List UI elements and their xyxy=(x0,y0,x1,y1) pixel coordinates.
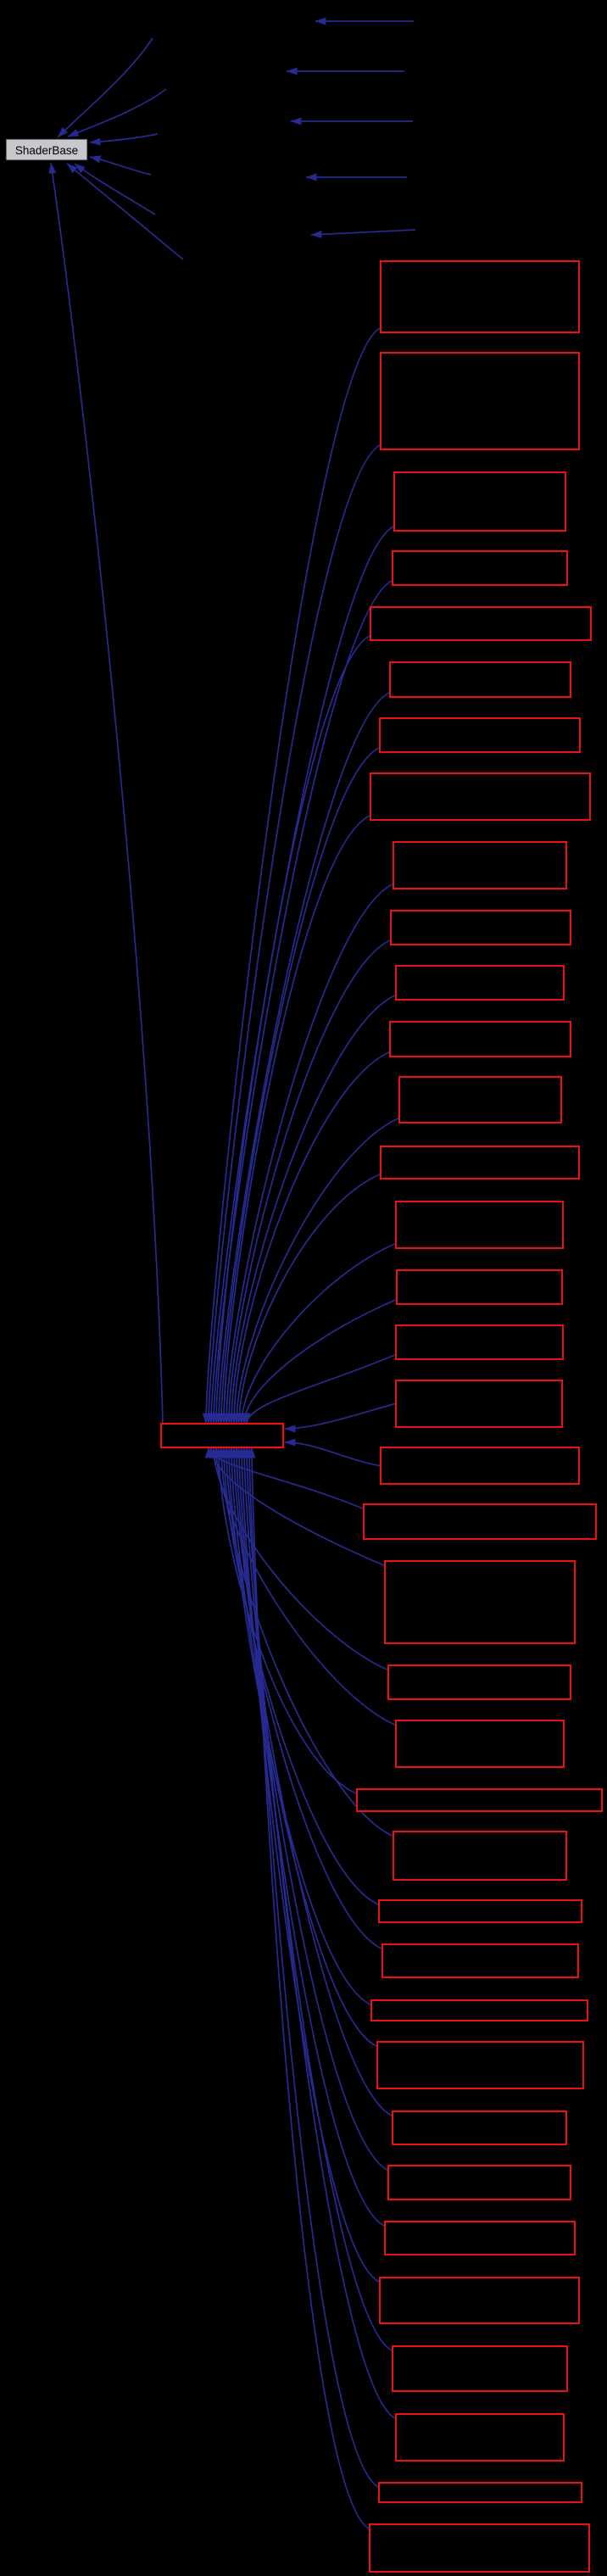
inheritance-edge xyxy=(230,1051,392,1425)
derived-class-node[interactable] xyxy=(393,1831,567,1881)
derived-class-node[interactable] xyxy=(392,550,568,586)
inheritance-edge xyxy=(284,1438,382,1467)
derived-class-node[interactable] xyxy=(395,1720,565,1768)
derived-class-node[interactable] xyxy=(390,910,571,945)
derived-class-node[interactable] xyxy=(380,260,580,333)
inheritance-edge xyxy=(222,883,395,1425)
base-class-box[interactable] xyxy=(5,138,88,161)
edge-to-base-node xyxy=(57,37,153,138)
inheritance-edge xyxy=(222,1447,384,1950)
derived-class-node[interactable] xyxy=(379,717,581,753)
inheritance-edge xyxy=(207,525,396,1425)
derived-class-node[interactable] xyxy=(380,1146,580,1179)
inheritance-edge xyxy=(248,1447,371,2530)
inheritance-edge xyxy=(232,1117,401,1425)
inheritance-edge xyxy=(240,1298,398,1425)
derived-class-node[interactable] xyxy=(396,1269,563,1305)
derived-class-node[interactable] xyxy=(370,606,592,641)
derived-class-node[interactable] xyxy=(393,471,566,532)
inheritance-edge xyxy=(207,1447,387,1567)
derived-class-node[interactable] xyxy=(395,1201,564,1249)
derived-class-node[interactable] xyxy=(392,2345,568,2392)
inheritance-edge xyxy=(227,994,398,1425)
inheritance-edge xyxy=(284,1402,398,1433)
derived-class-node[interactable] xyxy=(389,661,571,698)
inheritance-edge xyxy=(237,1242,398,1425)
derived-class-node[interactable] xyxy=(363,1503,597,1540)
inheritance-edge xyxy=(242,1353,398,1425)
base-class-node[interactable]: ShaderBase xyxy=(5,138,88,161)
derived-class-node[interactable] xyxy=(393,841,567,889)
edge-layer xyxy=(48,17,416,2530)
derived-class-node[interactable] xyxy=(376,2041,584,2089)
derived-class-node[interactable] xyxy=(381,1943,579,1978)
derived-class-node[interactable] xyxy=(380,352,580,450)
inheritance-edge xyxy=(202,326,382,1425)
derived-class-node[interactable] xyxy=(369,2523,590,2573)
derived-class-node[interactable] xyxy=(395,2413,565,2462)
central-class-node[interactable] xyxy=(159,1422,285,1449)
node-layer xyxy=(159,260,603,2573)
derived-class-node[interactable] xyxy=(384,2221,576,2255)
inheritance-edge xyxy=(245,1447,381,2489)
inheritance-edge xyxy=(232,1447,390,2172)
inheritance-edge xyxy=(209,1447,390,1671)
derived-class-node[interactable] xyxy=(379,2277,580,2324)
inheritance-edge xyxy=(242,1447,398,2420)
derived-class-node[interactable] xyxy=(387,2165,571,2200)
derived-class-node[interactable] xyxy=(389,1021,571,1057)
derived-class-node[interactable] xyxy=(370,1999,588,2021)
inheritance-edge xyxy=(212,1447,398,1726)
inheritance-edge xyxy=(209,579,394,1425)
derived-class-node[interactable] xyxy=(384,1560,576,1644)
derived-class-node[interactable] xyxy=(398,1076,562,1124)
truncated-inheritance-arrow xyxy=(310,229,416,238)
inheritance-edge xyxy=(227,1447,379,2048)
inheritance-edge xyxy=(237,1447,381,2283)
base-class-label: ShaderBase xyxy=(15,144,78,157)
inheritance-edge xyxy=(230,1447,394,2117)
edge-to-base-node xyxy=(89,133,159,146)
inheritance-edge xyxy=(217,746,381,1425)
inheritance-edge xyxy=(235,1447,387,2228)
inheritance-edge xyxy=(235,1173,382,1425)
inheritance-edge xyxy=(204,443,382,1425)
inheritance-edge xyxy=(220,1447,381,1906)
inheritance-edge xyxy=(240,1447,394,2352)
derived-class-node[interactable] xyxy=(378,2482,582,2503)
derived-class-node[interactable] xyxy=(370,772,591,821)
inheritance-edge xyxy=(220,814,372,1425)
derived-class-node[interactable] xyxy=(395,965,565,1001)
derived-class-node[interactable] xyxy=(378,1899,582,1923)
edge-to-base-node xyxy=(66,163,184,260)
derived-class-node[interactable] xyxy=(395,1324,564,1360)
derived-class-node[interactable] xyxy=(392,2110,567,2145)
edge-to-base-node xyxy=(89,155,152,176)
derived-class-node[interactable] xyxy=(395,1380,563,1428)
inheritance-edge xyxy=(225,939,393,1425)
inheritance-edge xyxy=(214,691,392,1425)
edge-to-base-node xyxy=(67,88,167,137)
inheritance-edge xyxy=(212,634,372,1425)
derived-class-node[interactable] xyxy=(387,1664,571,1700)
derived-class-node[interactable] xyxy=(356,1788,603,1812)
central-to-base-edge xyxy=(48,162,164,1425)
derived-class-node[interactable] xyxy=(380,1447,580,1485)
edge-to-base-node xyxy=(74,163,156,215)
